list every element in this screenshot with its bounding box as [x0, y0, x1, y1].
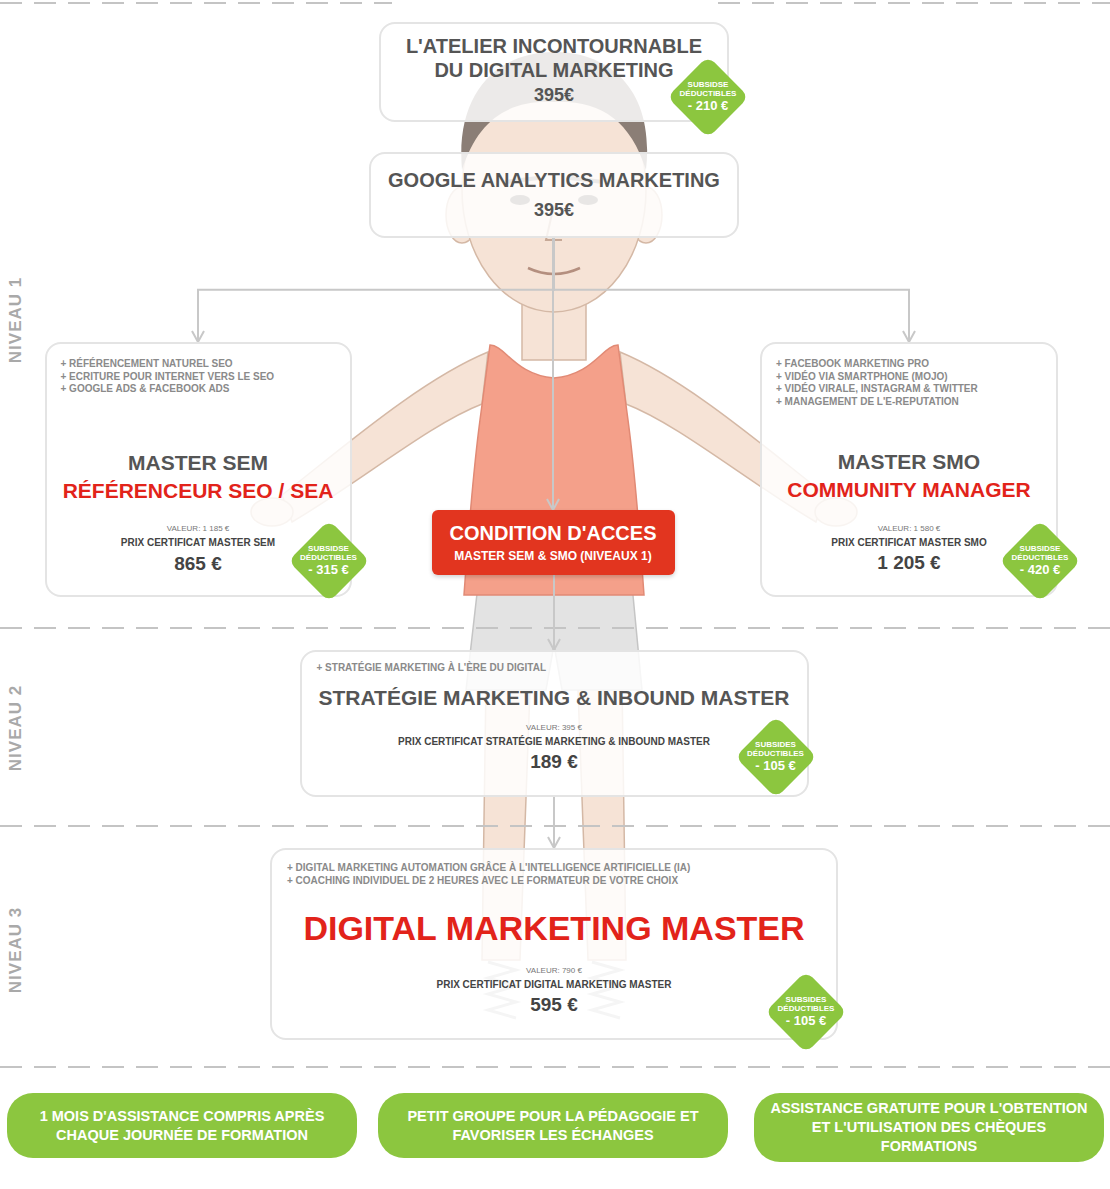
course-box: L'ATELIER INCONTOURNABLE DU DIGITAL MARK… [379, 22, 729, 122]
course-title: DIGITAL MARKETING MASTER [287, 907, 821, 950]
price-label: PRIX CERTIFICAT DIGITAL MARKETING MASTER [287, 979, 821, 992]
connector-arrow [553, 575, 555, 650]
value-note: VALEUR: 1 580 € [776, 524, 1042, 534]
connector-arrow [552, 238, 554, 511]
badge-amount: - 105 € [755, 758, 795, 774]
price: 189 € [317, 750, 792, 774]
module-item: + VIDÉO VIA SMARTPHONE (MOJO) [776, 371, 1042, 384]
module-item: + MANAGEMENT DE L'E-REPUTATION [776, 396, 1042, 409]
condition-note: MASTER SEM & SMO (NIVEAUX 1) [446, 549, 661, 564]
feature-text: PETIT GROUPE POUR LA PÉDAGOGIE ET FAVORI… [392, 1107, 714, 1145]
level-label: NIVEAU 2 [6, 685, 26, 771]
course-title: MASTER SMO [776, 449, 1042, 475]
dashed-line [718, 2, 1110, 4]
badge-shape [999, 520, 1081, 602]
course-title: L'ATELIER INCONTOURNABLE DU DIGITAL MARK… [393, 34, 715, 82]
price: 595 € [287, 993, 821, 1017]
connector-arrow [554, 238, 909, 343]
value-note: VALEUR: 790 € [287, 966, 821, 976]
feature-pill: 1 MOIS D'ASSISTANCE COMPRIS APRÈS CHAQUE… [7, 1093, 357, 1158]
subsidy-badge: SUBSIDSE DÉDUCTIBLES- 420 € [998, 519, 1082, 603]
badge-shape [765, 971, 847, 1053]
dashed-line [0, 1066, 1110, 1068]
subsidy-badge: SUBSIDES DÉDUCTIBLES- 105 € [734, 715, 818, 799]
badge-amount: - 420 € [1020, 562, 1060, 578]
dashed-lines [0, 3, 1110, 1067]
badge-shape [667, 56, 749, 138]
course-box: + DIGITAL MARKETING AUTOMATION GRÂCE À L… [270, 848, 838, 1040]
feature-text: 1 MOIS D'ASSISTANCE COMPRIS APRÈS CHAQUE… [21, 1107, 343, 1145]
feature-pill: ASSISTANCE GRATUITE POUR L'OBTENTION ET … [754, 1093, 1104, 1162]
module-item: + COACHING INDIVIDUEL DE 2 HEURES AVEC L… [287, 875, 821, 888]
value-note: VALEUR: 395 € [317, 723, 792, 733]
course-subtitle: COMMUNITY MANAGER [776, 477, 1042, 503]
price: 395€ [393, 84, 715, 107]
subsidy-badge: SUBSIDSE DÉDUCTIBLES- 315 € [287, 519, 371, 603]
subsidy-badge: SUBSIDES DÉDUCTIBLES- 105 € [764, 970, 848, 1054]
value-note: VALEUR: 1 185 € [61, 524, 336, 534]
module-item: + ECRITURE POUR INTERNET VERS LE SEO [61, 371, 336, 384]
badge-amount: - 210 € [688, 98, 728, 114]
course-subtitle: RÉFÉRENCEUR SEO / SEA [61, 478, 336, 504]
course-title: STRATÉGIE MARKETING & INBOUND MASTER [317, 685, 792, 711]
dashed-line [0, 2, 392, 4]
module-item: + VIDÉO VIRALE, INSTAGRAM & TWITTER [776, 383, 1042, 396]
price-label: PRIX CERTIFICAT MASTER SEM [61, 537, 336, 550]
condition-title: CONDITION D'ACCES [446, 521, 661, 546]
feature-pill: PETIT GROUPE POUR LA PÉDAGOGIE ET FAVORI… [378, 1093, 728, 1158]
badge-label: SUBSIDSE DÉDUCTIBLES [675, 80, 741, 98]
connector-arrow [198, 238, 554, 343]
module-item: + STRATÉGIE MARKETING À L'ÈRE DU DIGITAL [317, 662, 792, 675]
course-title: GOOGLE ANALYTICS MARKETING [386, 168, 722, 193]
module-item: + RÉFÉRENCEMENT NATUREL SEO [61, 358, 336, 371]
badge-label: SUBSIDES DÉDUCTIBLES [743, 740, 809, 758]
badge-label: SUBSIDSE DÉDUCTIBLES [1007, 544, 1073, 562]
badge-amount: - 315 € [308, 562, 348, 578]
subsidy-badge: SUBSIDSE DÉDUCTIBLES- 210 € [666, 55, 750, 139]
level-label: NIVEAU 3 [6, 907, 26, 993]
module-item: + DIGITAL MARKETING AUTOMATION GRÂCE À L… [287, 862, 821, 875]
badge-amount: - 105 € [786, 1013, 826, 1029]
level-label: NIVEAU 1 [6, 277, 26, 363]
badge-shape [734, 716, 816, 798]
course-box: GOOGLE ANALYTICS MARKETING 395€ [369, 152, 739, 238]
price-label: PRIX CERTIFICAT STRATÉGIE MARKETING & IN… [317, 736, 792, 749]
price: 395€ [386, 199, 722, 222]
price-label: PRIX CERTIFICAT MASTER SMO [776, 537, 1042, 550]
badge-label: SUBSIDES DÉDUCTIBLES [773, 995, 839, 1013]
badge-label: SUBSIDSE DÉDUCTIBLES [296, 544, 362, 562]
course-title: MASTER SEM [61, 450, 336, 476]
module-item: + GOOGLE ADS & FACEBOOK ADS [61, 383, 336, 396]
price: 1 205 € [776, 551, 1042, 575]
connector-arrow [553, 797, 555, 848]
condition-box: CONDITION D'ACCES MASTER SEM & SMO (NIVEA… [432, 510, 675, 575]
feature-text: ASSISTANCE GRATUITE POUR L'OBTENTION ET … [768, 1099, 1090, 1156]
module-item: + FACEBOOK MARKETING PRO [776, 358, 1042, 371]
badge-shape [287, 520, 369, 602]
course-box: + STRATÉGIE MARKETING À L'ÈRE DU DIGITAL… [300, 650, 809, 797]
